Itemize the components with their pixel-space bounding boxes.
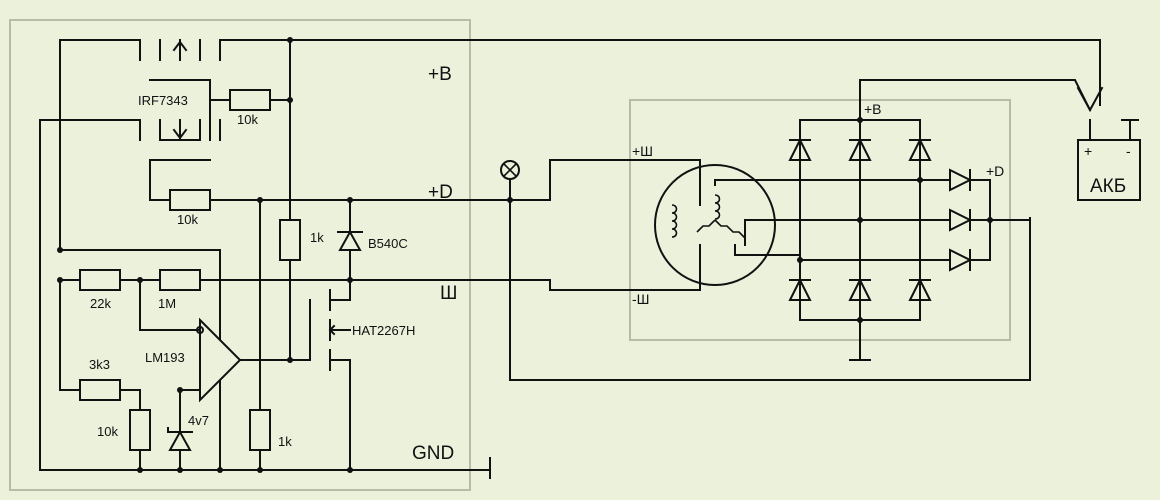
r-3k3-label: 3k3 [89,357,110,372]
battery-plus-label: + [1084,143,1092,159]
battery-label: АКБ [1090,176,1126,197]
b540c-label: B540C [368,236,408,251]
irf7343-mosfet [139,39,221,141]
pin-gnd-label: GND [412,443,454,464]
alternator-stator [654,164,861,286]
r-1k-bottom-label: 1k [278,434,292,449]
b540c-diode [329,199,363,301]
field-minus-label: -Ш [632,291,650,307]
battery-minus-label: - [1126,143,1131,159]
r-1m-label: 1M [158,296,176,311]
pin-d-label: +D [428,182,453,203]
lm193-label: LM193 [145,350,185,365]
hat2267h-label: HAT2267H [352,323,415,338]
rectifier-bridge [788,84,1031,361]
r-pull-label: 1k [310,230,324,245]
regulator-box [9,19,471,491]
pin-field-label: Ш [440,283,457,304]
r-gate-label: 10k [237,112,258,127]
alt-b-label: +B [864,101,882,117]
pin-b-label: +B [428,64,452,85]
field-plus-label: +Ш [632,143,653,159]
alt-d-label: +D [986,163,1004,179]
d-line [149,159,701,471]
junction-dots [57,37,993,473]
r-sense-label: 10k [177,212,198,227]
r-10k-bottom-label: 10k [97,424,118,439]
r-gate-10k [209,89,291,111]
zener-label: 4v7 [188,413,209,428]
irf7343-label: IRF7343 [138,93,188,108]
r-22k-label: 22k [90,296,111,311]
battery [1077,119,1141,201]
lm193-comparator [59,279,242,471]
lamp [500,160,1031,381]
r-pull-1k [279,219,301,261]
zener-4v7 [167,389,193,471]
gnd-rail [39,119,491,471]
hat2267h-mosfet [239,289,351,471]
